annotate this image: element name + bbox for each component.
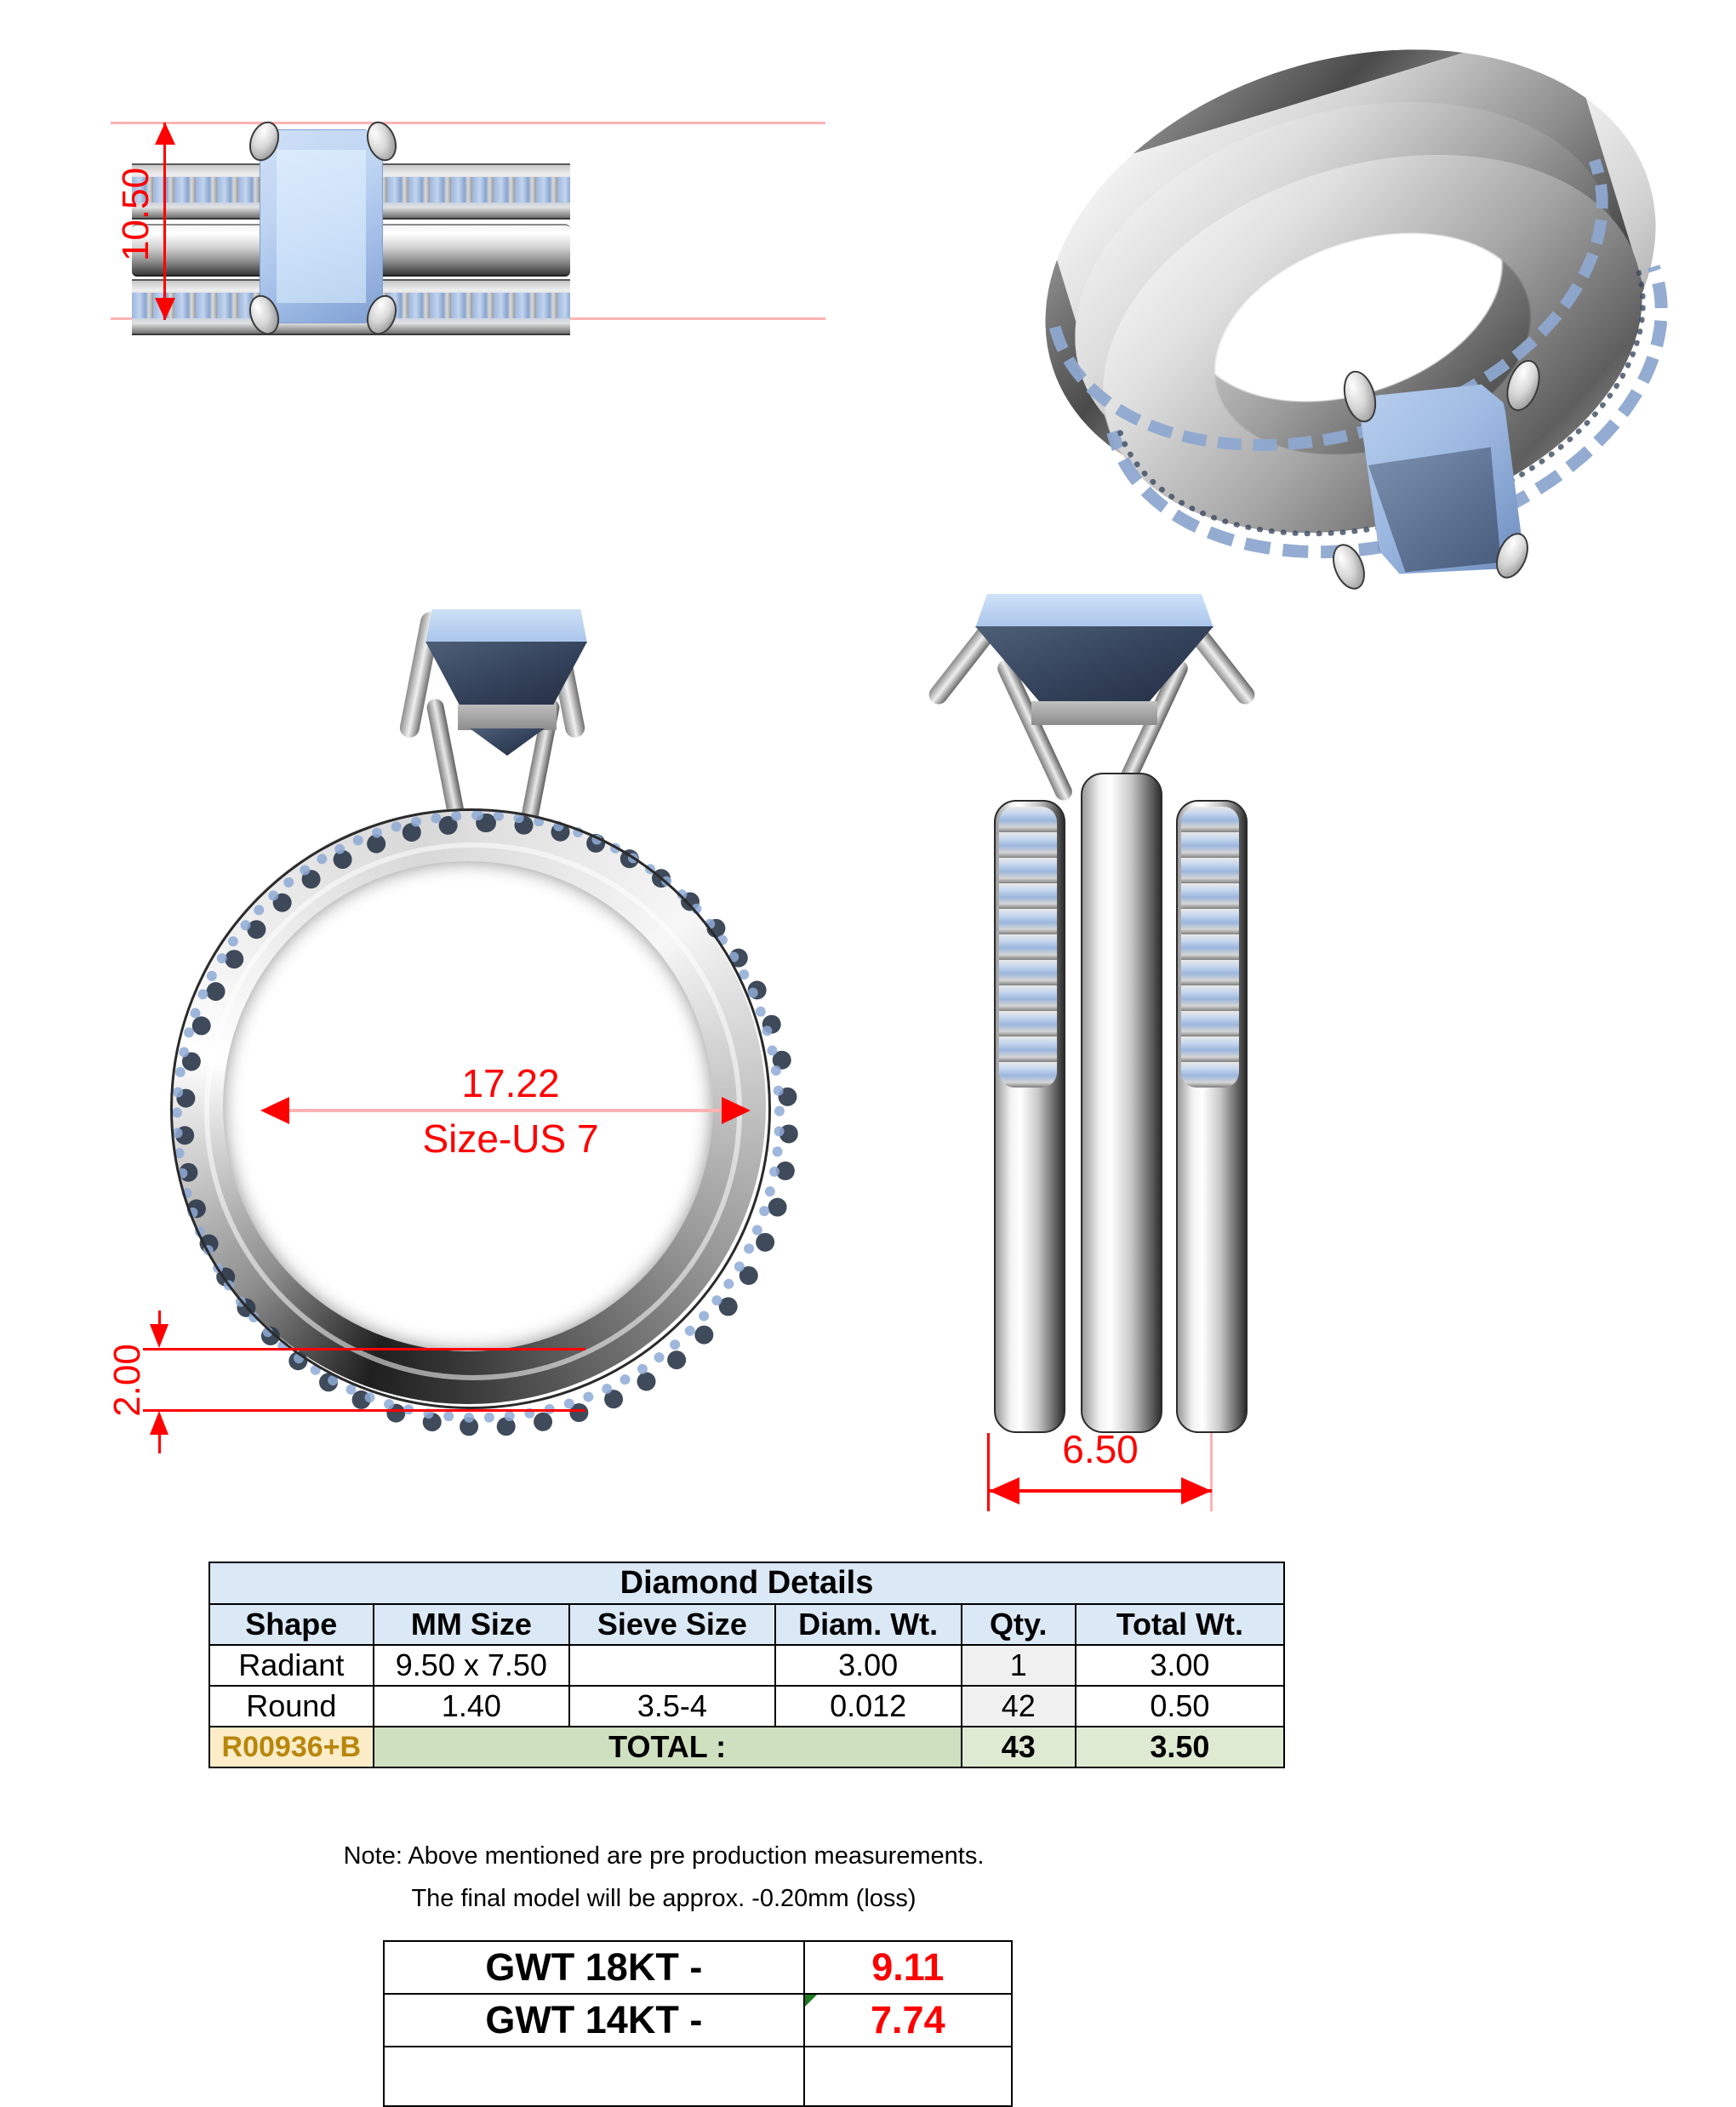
dimension-total-width: 6.50 bbox=[970, 1413, 1311, 1549]
dim-width-line bbox=[989, 1489, 1212, 1493]
cell-total-wt-radiant: 3.00 bbox=[1074, 1644, 1286, 1687]
total-qty-cell: 43 bbox=[960, 1726, 1076, 1768]
side-pave-column-left bbox=[999, 807, 1057, 1088]
cell-shape-radiant: Radiant bbox=[208, 1644, 374, 1687]
cell-diam-wt-round: 0.012 bbox=[774, 1685, 962, 1727]
style-code-cell: R00936+B bbox=[208, 1726, 374, 1768]
gwt-row-3-label bbox=[383, 2046, 805, 2107]
dim-thickness-arrow-top bbox=[150, 1324, 168, 1348]
dim-thickness-stem-top bbox=[158, 1310, 161, 1326]
dim-diameter-arrow-left bbox=[260, 1097, 289, 1124]
table-header-row: Shape MM Size Sieve Size Diam. Wt. Qty. … bbox=[208, 1603, 1286, 1646]
gwt-row: GWT 18KT - 9.11 bbox=[383, 1940, 1014, 1995]
perspective-view bbox=[989, 0, 1685, 664]
dim-thickness-extline-top bbox=[143, 1348, 585, 1350]
cell-qty-radiant: 1 bbox=[960, 1644, 1076, 1687]
cell-diam-wt-radiant: 3.00 bbox=[774, 1644, 962, 1687]
gwt-14kt-value: 7.74 bbox=[802, 1993, 1014, 2047]
cell-sieve-size-round: 3.5-4 bbox=[568, 1685, 776, 1727]
dim-height-arrow-bottom bbox=[155, 298, 175, 320]
front-stone-seat bbox=[458, 705, 557, 730]
cell-total-wt-round: 0.50 bbox=[1074, 1685, 1286, 1727]
dimension-band-thickness: 2.00 bbox=[102, 1310, 613, 1464]
note-block: Note: Above mentioned are pre production… bbox=[0, 1838, 1328, 1912]
dim-diameter-arrow-right bbox=[722, 1097, 751, 1124]
gwt-14kt-label: GWT 14KT - bbox=[383, 1993, 805, 2047]
extension-line-top bbox=[111, 122, 825, 124]
dim-width-label: 6.50 bbox=[1062, 1427, 1139, 1471]
col-header-qty: Qty. bbox=[960, 1603, 1076, 1646]
side-view bbox=[925, 587, 1293, 1447]
top-view bbox=[111, 111, 834, 357]
dim-width-extline-right bbox=[1210, 1433, 1213, 1511]
dim-diameter-label: 17.22 bbox=[461, 1061, 560, 1105]
col-header-diam-wt: Diam. Wt. bbox=[774, 1603, 962, 1646]
gwt-14kt-value-text: 7.74 bbox=[871, 1998, 945, 2041]
dim-diameter-line bbox=[271, 1109, 747, 1112]
cell-shape-round: Round bbox=[208, 1685, 374, 1727]
dim-thickness-arrow-bottom bbox=[150, 1411, 168, 1435]
gwt-row: GWT 14KT - 7.74 bbox=[383, 1993, 1014, 2047]
col-header-shape: Shape bbox=[208, 1603, 374, 1646]
dim-width-arrow-right bbox=[1181, 1477, 1212, 1505]
center-stone-table-facet bbox=[277, 150, 366, 303]
front-ring-outer-edge bbox=[170, 808, 771, 1409]
table-total-row: R00936+B TOTAL : 43 3.50 bbox=[208, 1726, 1286, 1768]
dim-width-extline-left bbox=[987, 1433, 990, 1511]
diamond-details-title: Diamond Details bbox=[208, 1562, 1285, 1605]
front-stone-table bbox=[425, 609, 587, 643]
cell-mm-size-round: 1.40 bbox=[372, 1685, 571, 1727]
dim-thickness-label: 2.00 bbox=[106, 1344, 148, 1417]
col-header-total-wt: Total Wt. bbox=[1074, 1603, 1286, 1646]
dim-height-arrow-top bbox=[155, 123, 175, 145]
cell-mm-size-radiant: 9.50 x 7.50 bbox=[372, 1644, 571, 1687]
note-line-1: Note: Above mentioned are pre production… bbox=[343, 1842, 985, 1870]
gross-weight-table: GWT 18KT - 9.11 GWT 14KT - 7.74 bbox=[383, 1940, 1014, 2107]
side-band-middle-plain bbox=[1081, 773, 1162, 1433]
dim-width-arrow-left bbox=[989, 1477, 1019, 1505]
col-header-mm-size: MM Size bbox=[372, 1603, 571, 1646]
table-row: Round 1.40 3.5-4 0.012 42 0.50 bbox=[208, 1685, 1286, 1727]
comment-flag-icon bbox=[804, 1995, 817, 2007]
gwt-row-partial bbox=[383, 2046, 1014, 2107]
table-row: Radiant 9.50 x 7.50 3.00 1 3.00 bbox=[208, 1644, 1286, 1687]
col-header-sieve-size: Sieve Size bbox=[568, 1603, 776, 1646]
cell-qty-round: 42 bbox=[960, 1685, 1076, 1727]
table-title-row: Diamond Details bbox=[208, 1562, 1285, 1605]
gwt-18kt-label: GWT 18KT - bbox=[383, 1940, 805, 1995]
side-stone-table bbox=[975, 594, 1213, 628]
side-stone-seat bbox=[1031, 701, 1157, 725]
total-label-cell: TOTAL : bbox=[372, 1726, 962, 1768]
dim-height-line bbox=[163, 123, 166, 320]
note-line-2: The final model will be approx. -0.20mm … bbox=[411, 1884, 917, 1912]
dim-thickness-stem-bottom bbox=[158, 1435, 161, 1453]
gwt-18kt-value: 9.11 bbox=[802, 1940, 1014, 1995]
front-view bbox=[170, 596, 834, 1436]
cell-sieve-size-radiant bbox=[568, 1644, 776, 1687]
dimension-height: 10.50 bbox=[102, 111, 179, 357]
diamond-details-table: Diamond Details Shape MM Size Sieve Size… bbox=[208, 1562, 1286, 1768]
dim-height-label: 10.50 bbox=[115, 167, 157, 262]
dim-thickness-extline-bottom bbox=[143, 1409, 585, 1412]
dimension-inner-diameter: 17.22 Size-US 7 bbox=[255, 1064, 766, 1179]
gwt-row-3-value bbox=[802, 2046, 1014, 2107]
total-wt-cell: 3.50 bbox=[1074, 1726, 1286, 1768]
dim-ring-size-label: Size-US 7 bbox=[422, 1116, 599, 1161]
side-pave-column-right bbox=[1181, 807, 1239, 1088]
